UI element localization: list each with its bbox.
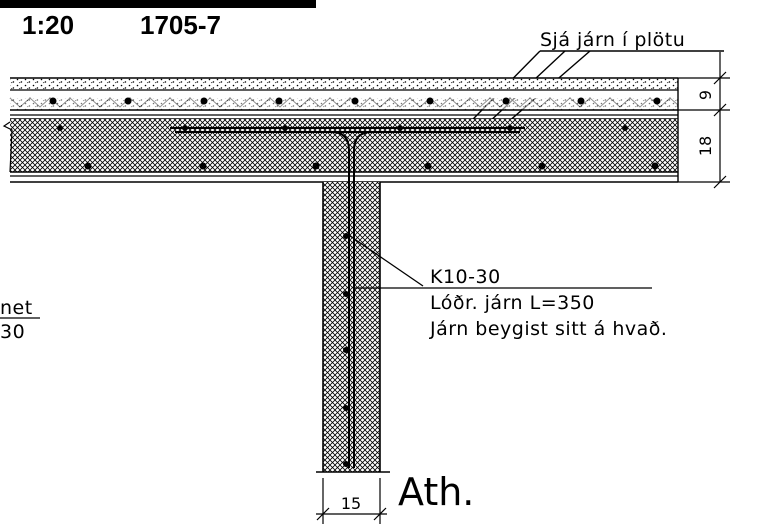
- title-bar: [0, 0, 316, 8]
- rebar-callout-length: Lóðr. járn L=350: [430, 292, 595, 314]
- wall-dimension-lines: [316, 478, 387, 524]
- topping-layer: [9, 77, 679, 120]
- wall: [316, 182, 390, 473]
- left-partial-label-top: net: [0, 297, 33, 319]
- scale-label: 1:20: [22, 10, 74, 40]
- wall-rebar-dots: [343, 233, 349, 467]
- slab-reinforcement-note: Sjá járn í plötu: [540, 29, 685, 51]
- vertical-dimension-lines: [678, 52, 730, 189]
- wall-vertical-bars: [210, 131, 490, 468]
- note-heading: Ath.: [398, 470, 474, 514]
- slab-thickness-dimension: 18: [696, 136, 715, 156]
- topping-rebar-dots: [49, 97, 661, 105]
- wall-thickness-dimension: 15: [341, 494, 361, 513]
- drawing-number: 1705-7: [140, 10, 221, 40]
- topping-thickness-dimension: 9: [696, 90, 715, 100]
- slab-rebar-dots: [57, 125, 659, 170]
- callout-leader: [349, 235, 424, 287]
- rebar-callout-note: Járn beygist sitt á hvað.: [429, 318, 667, 340]
- left-partial-label-bottom: 30: [0, 321, 25, 343]
- rebar-callout-spec: K10-30: [430, 266, 501, 288]
